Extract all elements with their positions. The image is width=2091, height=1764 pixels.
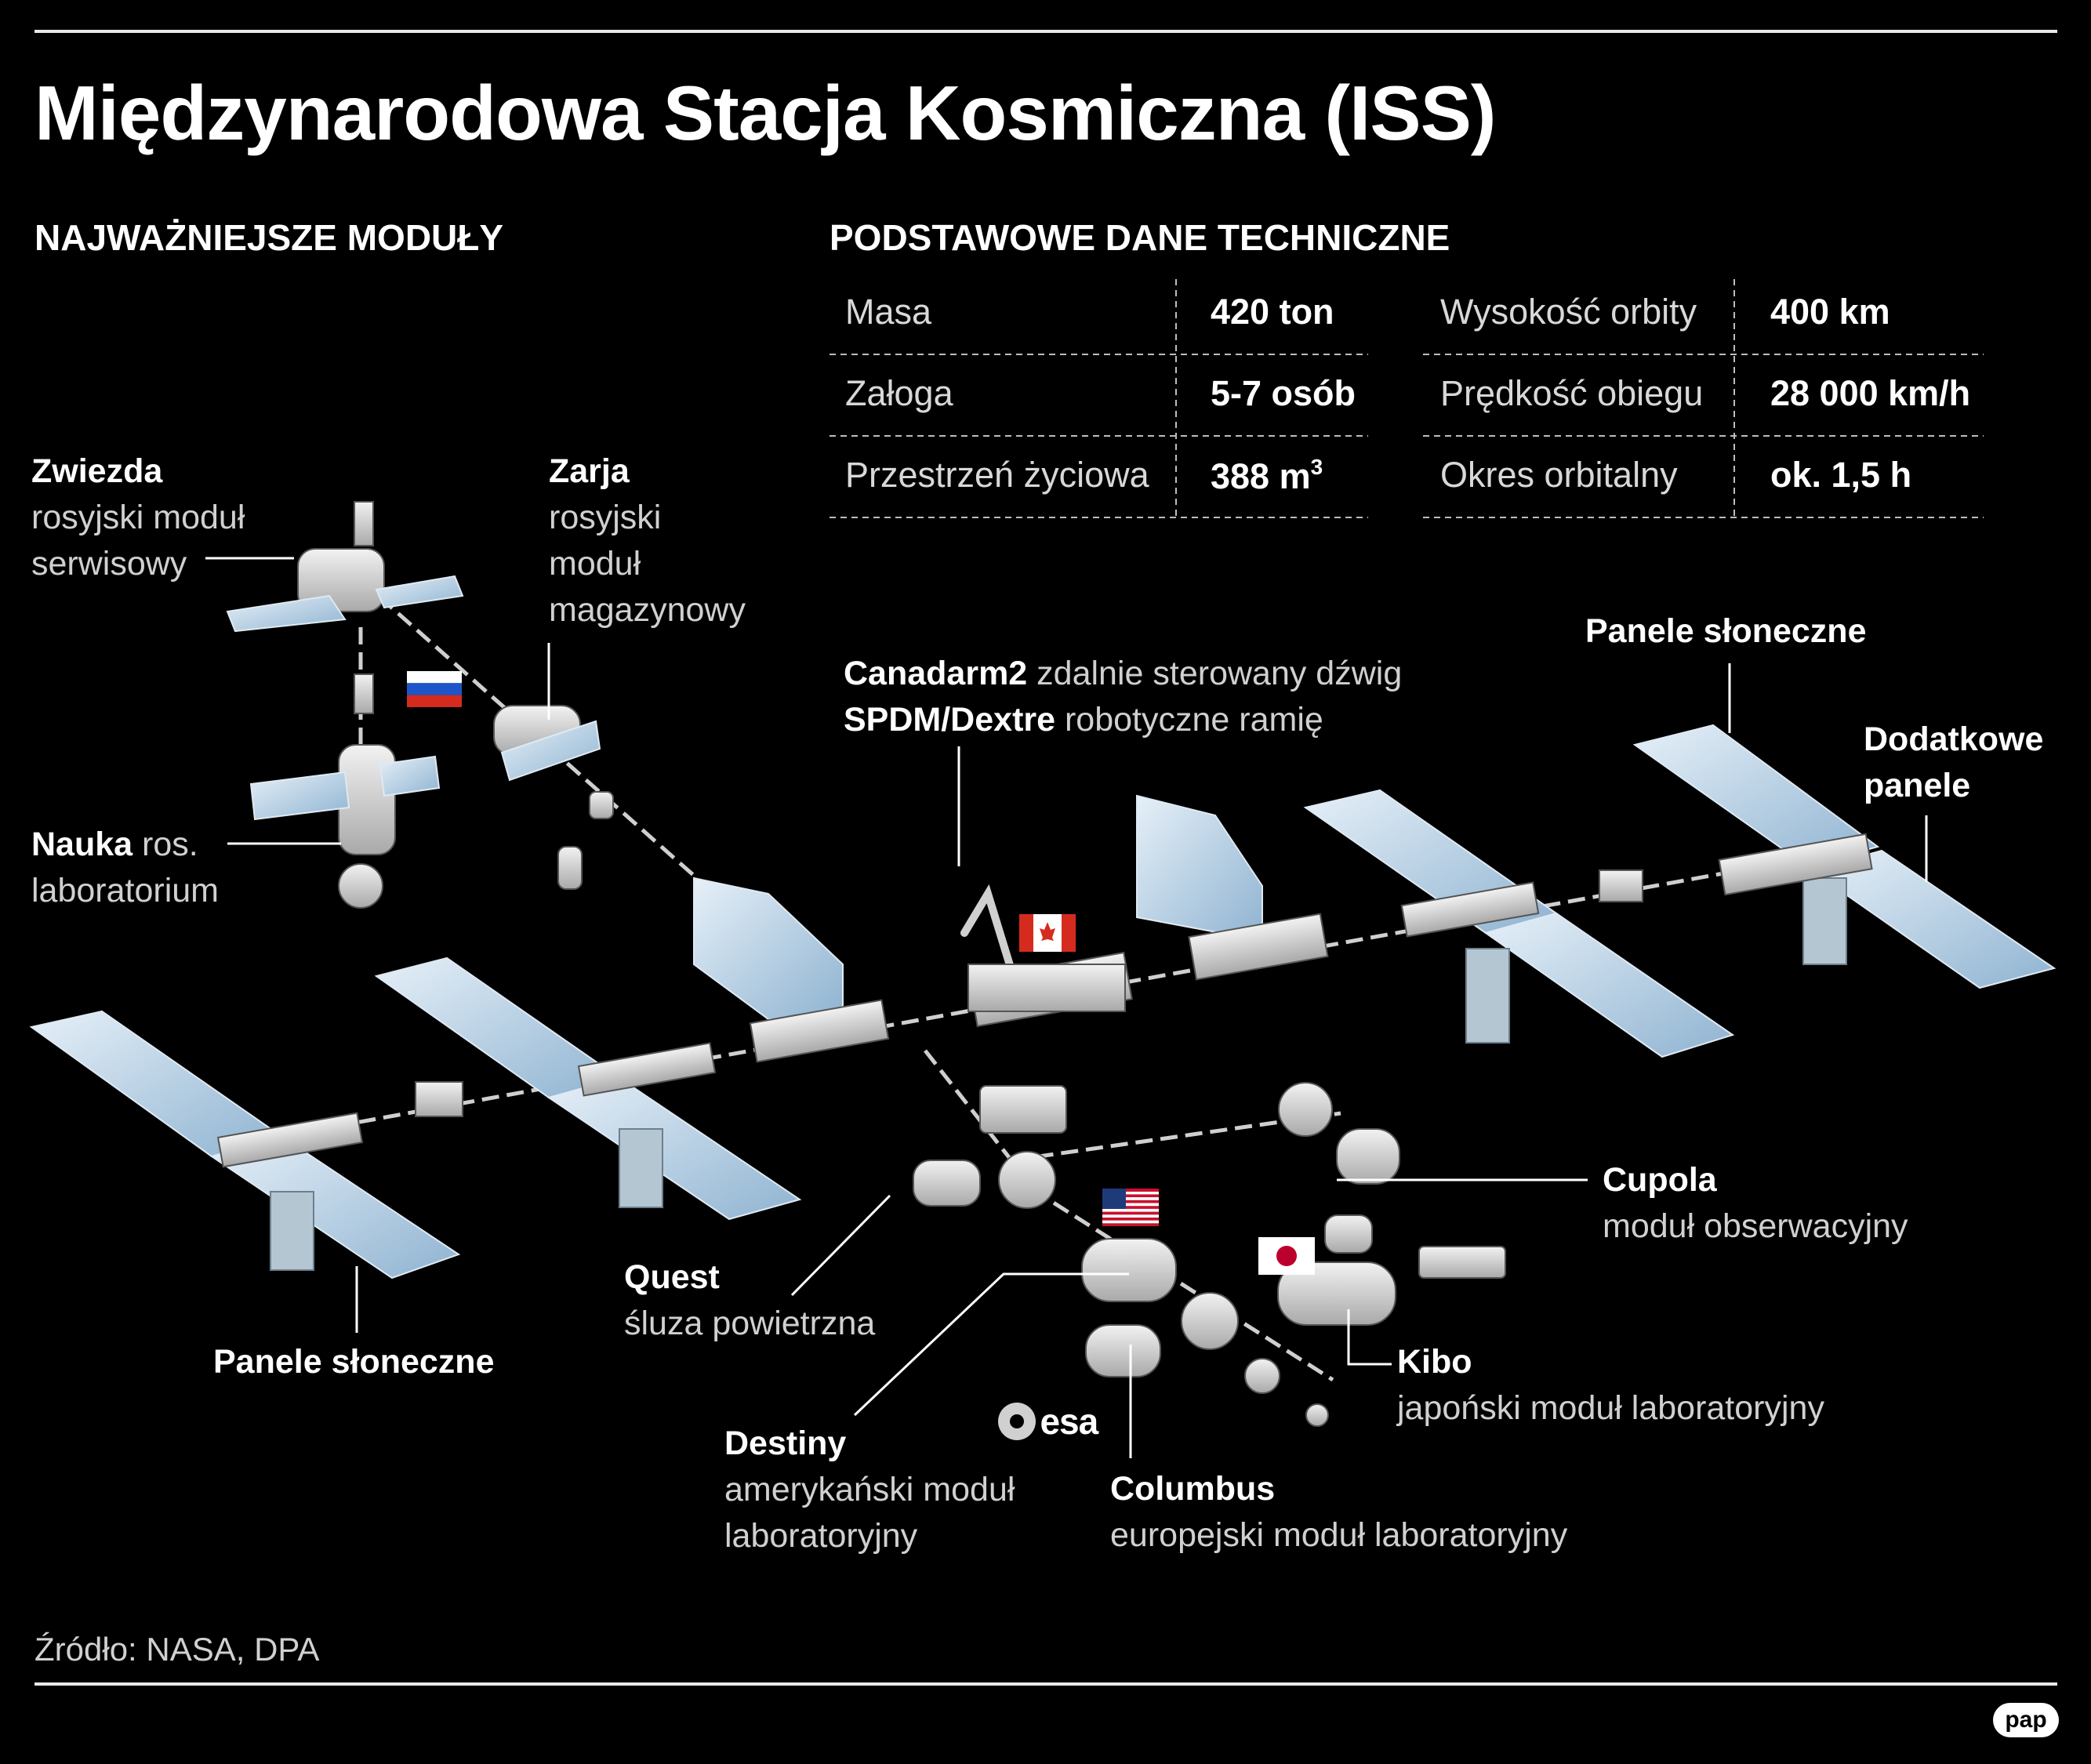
callout-panels-top: Panele słoneczne <box>1585 612 1867 650</box>
leader-lines <box>205 557 1928 1458</box>
specs-table-dividers <box>830 279 1984 518</box>
callout-quest: Quest śluza powietrzna <box>624 1258 876 1342</box>
spec-label-speed: Prędkość obiegu <box>1440 373 1704 413</box>
section-specs-heading: PODSTAWOWE DANE TECHNICZNE <box>830 217 1450 258</box>
canada-flag-icon <box>1019 914 1076 952</box>
vertical-arrays <box>693 794 1263 1020</box>
callout-extra-panels: Dodatkowe panele <box>1864 720 2044 804</box>
spec-value-altitude: 400 km <box>1770 292 1890 332</box>
canadarm <box>960 884 1126 1012</box>
japan-flag-icon <box>1258 1237 1315 1275</box>
callout-panels-bottom: Panele słoneczne <box>213 1343 495 1381</box>
callout-columbus: Columbus europejski moduł laboratoryjny <box>1110 1470 1568 1554</box>
russian-segment <box>297 501 614 909</box>
spec-label-mass: Masa <box>845 292 932 332</box>
spec-value-speed: 28 000 km/h <box>1770 373 1971 413</box>
spec-value-crew: 5-7 osób <box>1211 373 1356 413</box>
solar-array-left <box>29 956 802 1279</box>
spec-label-period: Okres orbitalny <box>1440 455 1678 495</box>
source-note: Źródło: NASA, DPA <box>34 1631 320 1668</box>
callout-kibo: Kibo japoński moduł laboratoryjny <box>1397 1343 1824 1427</box>
spec-label-crew: Załoga <box>845 373 953 413</box>
section-modules-heading: NAJWAŻNIEJSZE MODUŁY <box>34 217 504 258</box>
spec-value-mass: 420 ton <box>1211 292 1334 332</box>
russia-flag-icon <box>407 671 462 707</box>
pap-logo: pap <box>1993 1703 2059 1737</box>
callout-cupola: Cupola moduł obserwacyjny <box>1603 1161 1908 1245</box>
callout-zwiezda: Zwiezda rosyjski moduł serwisowy <box>31 452 245 583</box>
esa-logo: esa <box>997 1400 1098 1442</box>
radiators <box>270 877 1847 1271</box>
top-rule <box>34 30 2057 33</box>
russian-solar-arrays <box>226 575 601 821</box>
spec-value-volume: 388 m3 <box>1211 455 1323 496</box>
esa-globe-icon <box>998 1403 1036 1440</box>
usa-flag-icon <box>1102 1189 1159 1226</box>
spec-label-volume: Przestrzeń życiowa <box>845 455 1149 495</box>
callout-zarja: Zarja rosyjski moduł magazynowy <box>549 452 746 629</box>
callout-destiny: Destiny amerykański moduł laboratoryjny <box>724 1425 1015 1555</box>
spec-value-period: ok. 1,5 h <box>1770 455 1912 495</box>
bottom-rule <box>34 1682 2057 1686</box>
spec-label-altitude: Wysokość orbity <box>1440 292 1697 332</box>
callout-canadarm: Canadarm2 zdalnie sterowany dźwig SPDM/D… <box>844 655 1403 739</box>
page-title: Międzynarodowa Stacja Kosmiczna (ISS) <box>34 70 1497 156</box>
us-segment <box>913 1082 1506 1427</box>
callout-nauka: Nauka ros. laboratorium <box>31 826 219 909</box>
